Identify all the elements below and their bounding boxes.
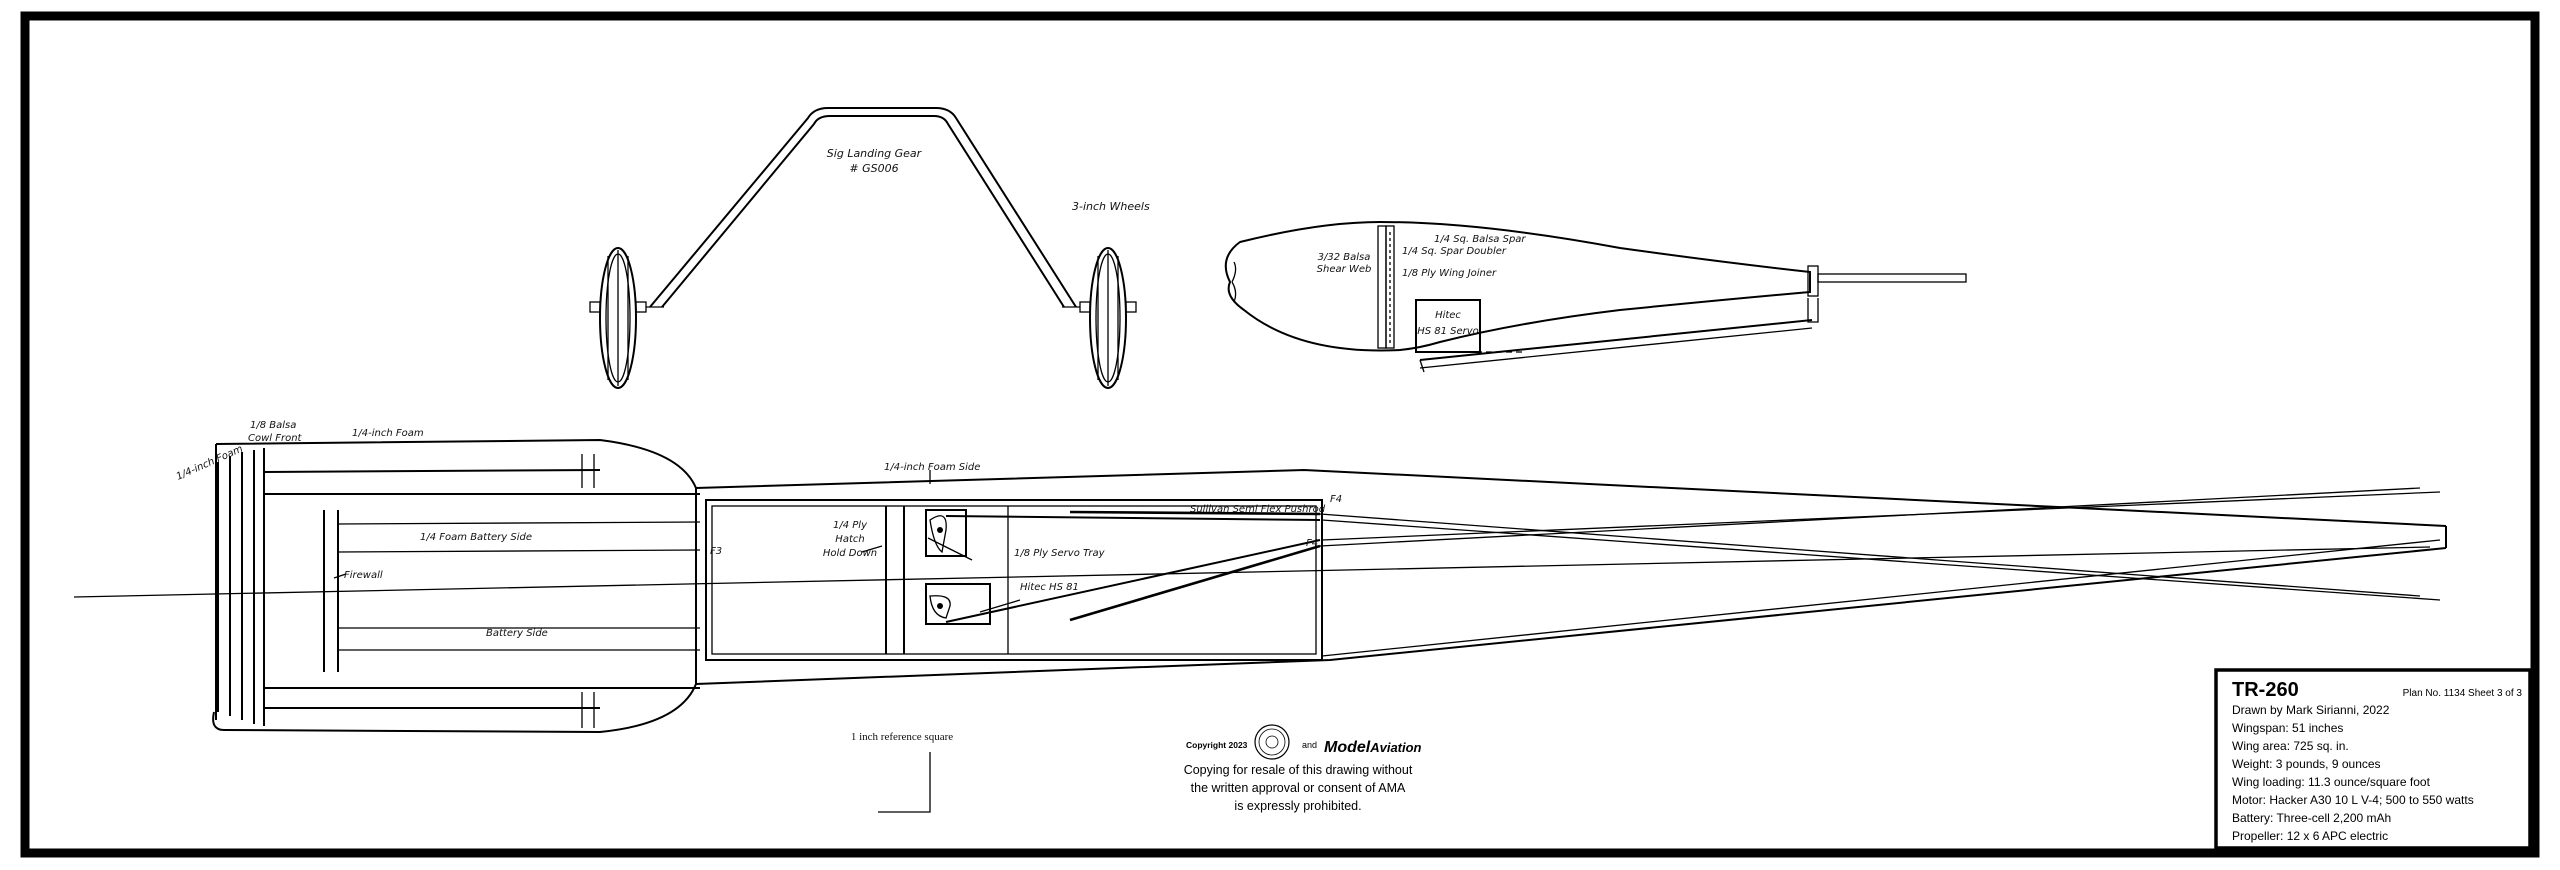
hatch-label-2: Hatch xyxy=(835,534,864,545)
title-block: TR-260 Plan No. 1134 Sheet 3 of 3 Drawn … xyxy=(2214,668,2532,850)
right-wheel xyxy=(1079,247,1137,389)
hatch-label-1: 1/4 Ply xyxy=(833,520,868,531)
foam-side-label: 1/4-inch Foam Side xyxy=(884,462,980,473)
copyright-block: Copyright 2023 and ModelAviation Copying… xyxy=(1184,724,1422,813)
wing-spar-label: 1/4 Sq. Balsa Spar xyxy=(1434,234,1526,245)
pushrod-label: Sullivan Semi Flex Pushrod xyxy=(1190,504,1326,515)
spec-wingspan: Wingspan: 51 inches xyxy=(2232,721,2343,735)
spec-propeller: Propeller: 12 x 6 APC electric xyxy=(2232,829,2388,843)
wing-section-drawing: 1/4 Sq. Balsa Spar 1/4 Sq. Spar Doubler … xyxy=(1224,220,1967,373)
copyright-notice-2: the written approval or consent of AMA xyxy=(1191,781,1406,795)
cowl-front-label-1: 1/8 Balsa xyxy=(250,420,296,431)
model-aviation-logo: ModelAviation xyxy=(1324,739,1422,756)
wing-joiner-label: 1/8 Ply Wing Joiner xyxy=(1402,268,1497,279)
copyright-notice-1: Copying for resale of this drawing witho… xyxy=(1184,763,1413,777)
fuselage-servo-label: Hitec HS 81 xyxy=(1020,582,1079,593)
wheels-label: 3-inch Wheels xyxy=(1072,200,1150,213)
foam-cowl-label: 1/4-inch Foam xyxy=(175,443,245,482)
left-wheel xyxy=(589,247,647,389)
spec-wing-area: Wing area: 725 sq. in. xyxy=(2232,739,2349,753)
plan-number: Plan No. 1134 Sheet 3 of 3 xyxy=(2403,688,2523,699)
top-foam-label: 1/4-inch Foam xyxy=(352,428,424,439)
shear-web-label-2: Shear Web xyxy=(1317,264,1372,275)
spec-weight: Weight: 3 pounds, 9 ounces xyxy=(2232,757,2381,771)
battery-side-foam-label: 1/4 Foam Battery Side xyxy=(420,532,532,543)
hatch-label-3: Hold Down xyxy=(823,548,877,559)
reference-square-group: 1 inch reference square xyxy=(851,731,953,813)
fuselage-drawing: 1/4-inch Foam 1/8 Balsa Cowl Front 1/4-i… xyxy=(73,420,2447,734)
spec-wing-loading: Wing loading: 11.3 ounce/square foot xyxy=(2232,775,2431,789)
sheet-border xyxy=(20,11,2540,858)
wing-spar-doubler-label: 1/4 Sq. Spar Doubler xyxy=(1402,246,1507,257)
f4-bottom-label: F4 xyxy=(1306,538,1318,549)
shear-web-label-1: 3/32 Balsa xyxy=(1318,252,1371,263)
f4-top-label: F4 xyxy=(1330,494,1342,505)
copyright-notice-3: is expressly prohibited. xyxy=(1234,799,1361,813)
gear-label-line2: # GS006 xyxy=(849,162,898,175)
wing-servo-label-1: Hitec xyxy=(1435,310,1461,321)
copyright-label: Copyright 2023 xyxy=(1186,740,1248,750)
firewall-label: Firewall xyxy=(344,570,383,581)
copyright-and: and xyxy=(1302,740,1317,750)
spec-motor: Motor: Hacker A30 10 L V-4; 500 to 550 w… xyxy=(2232,793,2474,807)
drawn-by: Drawn by Mark Sirianni, 2022 xyxy=(2232,703,2390,717)
plan-title: TR-260 xyxy=(2232,679,2299,701)
cowl-front-label-2: Cowl Front xyxy=(248,433,303,444)
servo-tray-label: 1/8 Ply Servo Tray xyxy=(1014,548,1106,559)
battery-side-label: Battery Side xyxy=(486,628,548,639)
spec-battery: Battery: Three-cell 2,200 mAh xyxy=(2232,811,2391,825)
gear-label-line1: Sig Landing Gear xyxy=(827,147,923,160)
ama-seal xyxy=(1254,724,1290,760)
f3-label: F3 xyxy=(710,546,722,557)
landing-gear-drawing: Sig Landing Gear # GS006 3-inch Wheels xyxy=(589,107,1150,389)
reference-square-label: 1 inch reference square xyxy=(851,731,953,743)
wing-servo-label-2: HS 81 Servo xyxy=(1417,326,1479,337)
